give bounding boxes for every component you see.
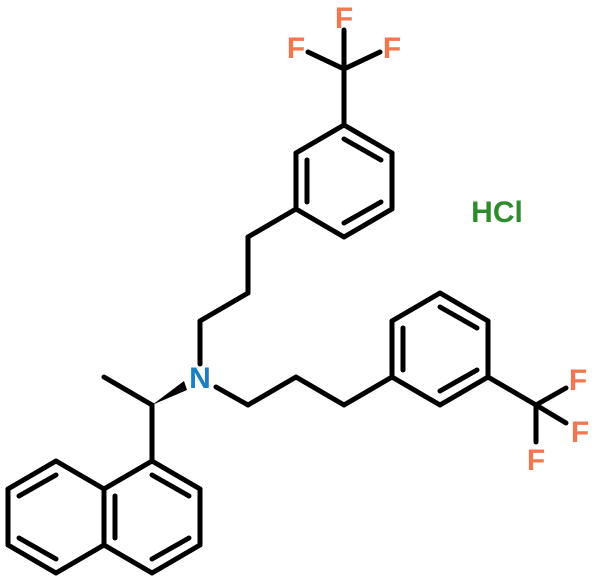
right-propyl-chain (213, 374, 395, 408)
naphthalene-ring (5, 458, 203, 576)
bond (53, 542, 107, 576)
bond (101, 542, 155, 576)
double-bond-inner (149, 472, 192, 499)
bond (341, 49, 383, 72)
fluorine-atom: F (569, 364, 587, 397)
bond (53, 458, 107, 492)
bond (149, 458, 203, 492)
nitrogen-atom: N (189, 362, 211, 395)
bond (341, 206, 395, 240)
bond (5, 458, 59, 492)
fluorine-atom: F (383, 32, 401, 65)
bond (485, 374, 539, 408)
bond (293, 374, 347, 408)
double-bond-inner (437, 367, 480, 394)
bond (5, 542, 59, 576)
bond (533, 385, 569, 408)
bond (101, 374, 155, 408)
bond (305, 49, 347, 72)
right-benzene-ring (389, 290, 491, 408)
bond (101, 458, 155, 492)
bond (437, 374, 491, 408)
double-bond-inner (341, 136, 384, 163)
fluorine-atom: F (527, 444, 545, 477)
bond (245, 206, 299, 240)
bond (341, 374, 395, 408)
double-bond-inner (16, 472, 59, 499)
wedge-bond (152, 381, 187, 405)
bond (245, 374, 299, 408)
bond (197, 290, 251, 324)
bond (533, 402, 569, 426)
chiral-center (101, 374, 187, 464)
bond (293, 122, 347, 156)
bond (437, 290, 491, 324)
hydrochloride-salt-label: HCl (471, 196, 523, 229)
bond (389, 290, 443, 324)
right-cf3-group (485, 374, 569, 445)
double-bond-inner (16, 535, 59, 562)
bond (341, 122, 395, 156)
double-bond-inner (341, 199, 384, 226)
bond (389, 374, 443, 408)
bond (213, 384, 251, 408)
double-bond-inner (437, 304, 480, 331)
right-fluorine-atoms: F F F (527, 364, 589, 477)
upper-propyl-chain (197, 206, 299, 367)
fluorine-atom: F (287, 32, 305, 65)
fluorine-atom: F (335, 2, 353, 35)
upper-cf3-group (305, 27, 383, 128)
bond (293, 206, 347, 240)
upper-fluorine-atoms: F F F (287, 2, 401, 65)
fluorine-atom: F (571, 416, 589, 449)
upper-benzene-ring (293, 122, 395, 240)
bond (149, 542, 203, 576)
double-bond-inner (149, 535, 192, 562)
